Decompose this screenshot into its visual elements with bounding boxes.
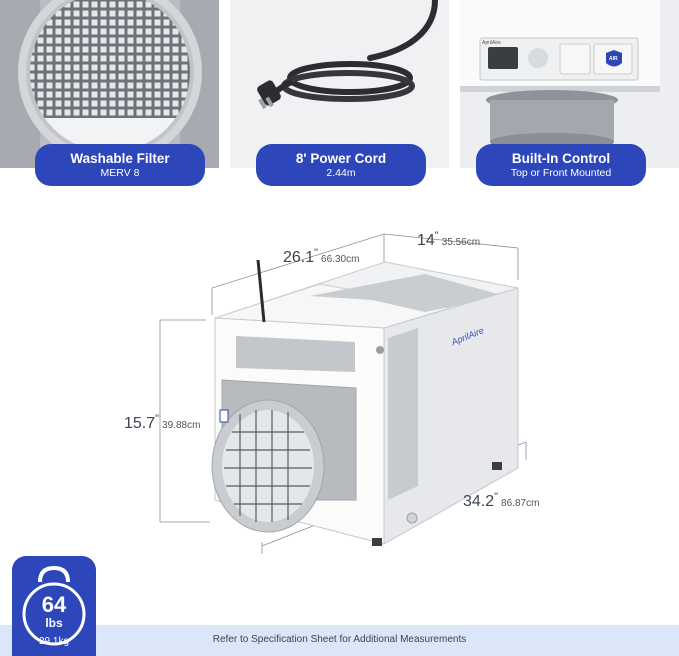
drain-port (376, 346, 384, 354)
feature-title: Washable Filter (70, 151, 170, 166)
feature-subtitle: 2.44m (326, 167, 356, 179)
duct-grille (224, 410, 312, 522)
control-badge-label: AIR (609, 56, 618, 62)
footer-bar: Refer to Specification Sheet for Additio… (0, 625, 679, 656)
dimension-metric: 35.56cm (441, 237, 481, 248)
antenna (256, 259, 266, 323)
dimension-width: 14"35.56cm (417, 230, 481, 250)
dimension-unit: " (434, 230, 439, 242)
feature-title: Built-In Control (511, 151, 611, 166)
power-cord-image-tile (230, 0, 449, 168)
dimension-metric: 86.87cm (501, 498, 540, 509)
dimension-unit: " (314, 247, 319, 259)
control-brand-label: AprilAire (482, 40, 501, 46)
front-vent-panel (236, 336, 355, 372)
dimension-value: 14 (417, 232, 435, 249)
feature-power-cord: 8' Power Cord 2.44m (256, 144, 426, 186)
dimension-height: 15.7"39.88cm (124, 413, 201, 433)
side-access-panel (388, 328, 418, 500)
dimension-value: 15.7 (124, 415, 156, 432)
foot (372, 538, 382, 546)
dimension-metric: 66.30cm (321, 254, 360, 265)
control-image (460, 0, 679, 168)
feature-subtitle: Top or Front Mounted (510, 167, 612, 179)
dimension-metric: 39.88cm (162, 420, 201, 431)
foot (492, 462, 502, 470)
dimension-depth: 34.2"86.87cm (463, 491, 540, 511)
top-panel (310, 274, 505, 312)
weight-unit: lbs (45, 616, 63, 630)
dimension-value: 34.2 (463, 493, 495, 510)
feature-title: 8' Power Cord (295, 151, 387, 166)
dimension-value: 26.1 (283, 249, 315, 266)
energy-star-icon (219, 409, 229, 423)
duct-opening (222, 410, 314, 522)
filter-image-tile (0, 0, 219, 168)
feature-built-in-control: Built-In Control Top or Front Mounted (476, 144, 646, 186)
kettlebell-icon (22, 565, 86, 646)
filter-image (0, 0, 219, 168)
weight-metric: 29.1kg (38, 636, 70, 647)
dimension-unit: " (494, 491, 499, 503)
dehumidifier-illustration (159, 233, 527, 554)
dimension-unit: " (155, 413, 160, 425)
footer-note: Refer to Specification Sheet for Additio… (212, 634, 467, 645)
feature-subtitle: MERV 8 (100, 167, 140, 179)
weight-value: 64 (41, 592, 67, 617)
weight-badge: 64 lbs 29.1kg (12, 556, 96, 656)
power-cord-image (230, 0, 449, 168)
condensate-fitting (406, 512, 418, 524)
dimension-length: 26.1"66.30cm (283, 247, 360, 267)
control-image-tile: AprilAire AIR (460, 0, 679, 168)
feature-washable-filter: Washable Filter MERV 8 (35, 144, 205, 186)
